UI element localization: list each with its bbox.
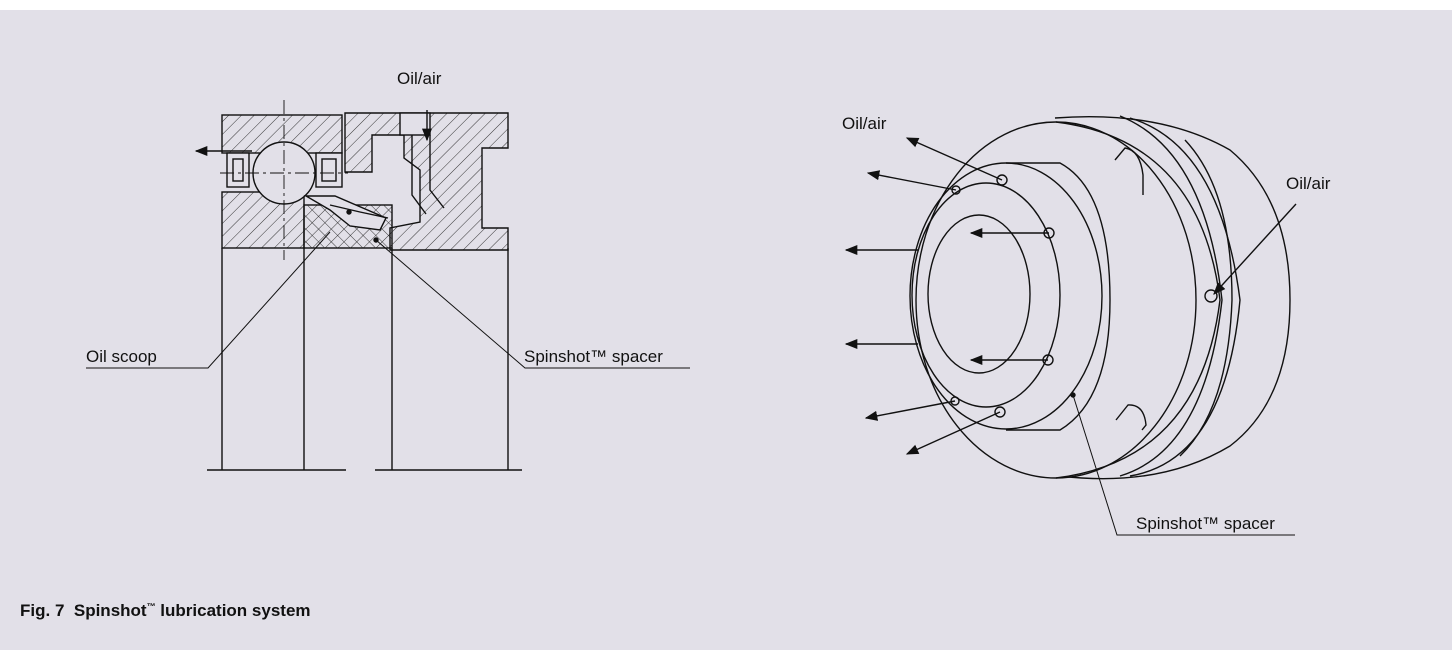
figure-title-end: lubrication system	[155, 601, 311, 620]
bearing-cross-section	[86, 100, 690, 471]
cage-left	[226, 152, 250, 188]
inlet-arrow	[1213, 203, 1297, 295]
nozzle-hole-2	[951, 185, 961, 195]
left-oil-air-label: Oil/air	[397, 69, 442, 88]
right-spacer-label: Spinshot™ spacer	[1136, 514, 1275, 533]
nozzle-hole-1	[996, 174, 1008, 186]
nozzle-hole-5	[950, 396, 960, 406]
spacer-perspective-view	[844, 115, 1297, 536]
cage-right	[315, 152, 343, 188]
spacer-body-outline	[1054, 115, 1291, 480]
figure-number: Fig. 7	[20, 601, 65, 620]
right-oil-air-side-label: Oil/air	[1286, 174, 1331, 193]
oil-scoop-leader	[86, 231, 331, 369]
nozzle-hole-6	[994, 406, 1006, 418]
inlet-hole	[1204, 289, 1218, 303]
jet-arrow-8	[905, 411, 1001, 455]
jet-arrow-2	[866, 170, 957, 191]
jet-arrow-1	[905, 137, 1003, 181]
housing-section	[344, 112, 509, 251]
left-spacer-label: Spinshot™ spacer	[524, 347, 663, 366]
figure-title-start: Spinshot	[73, 601, 147, 620]
outer-front-face	[915, 121, 1197, 479]
jet-arrow-7	[864, 400, 956, 421]
trademark-mark: ™	[146, 601, 156, 612]
bore	[927, 214, 1031, 374]
oil-scoop-label: Oil scoop	[86, 347, 157, 366]
oil-scoop	[303, 195, 387, 231]
figure-caption: Fig. 7 Spinshot™ lubrication system	[20, 601, 311, 621]
right-oil-air-top-label: Oil/air	[842, 114, 887, 133]
left-spacer-leader	[375, 239, 690, 369]
right-spacer-leader	[1072, 394, 1295, 536]
